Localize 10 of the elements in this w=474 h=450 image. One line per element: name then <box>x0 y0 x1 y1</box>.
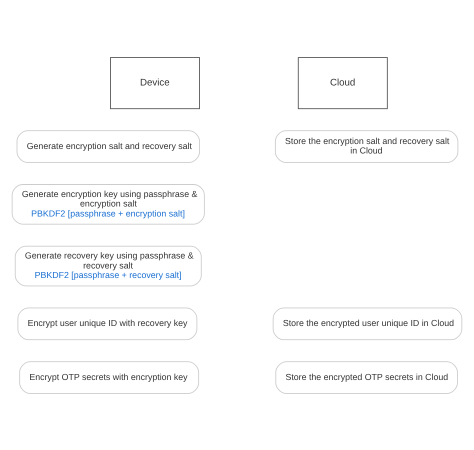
node-box: Cloud <box>298 56 388 109</box>
node-box: Store the encryption salt and recovery salt in Cloud <box>274 130 458 162</box>
node-box: Generate recovery key using passphrase & recovery salt PBKDF2 [passphrase + recovery salt] <box>14 245 202 286</box>
node-box: Store the encrypted user unique ID in Cloud <box>272 307 462 340</box>
node-box: Device <box>110 56 200 109</box>
node-box: Store the encrypted OTP secrets in Cloud <box>275 360 458 394</box>
node-box: Encrypt user unique ID with recovery key <box>17 307 198 340</box>
node-box: Encrypt OTP secrets with encryption key <box>19 360 200 394</box>
node-box: Generate encryption salt and recovery salt <box>16 130 200 162</box>
node-box: Generate encryption key using passphrase & encryption salt PBKDF2 [passphrase + encryption salt] <box>12 184 205 224</box>
